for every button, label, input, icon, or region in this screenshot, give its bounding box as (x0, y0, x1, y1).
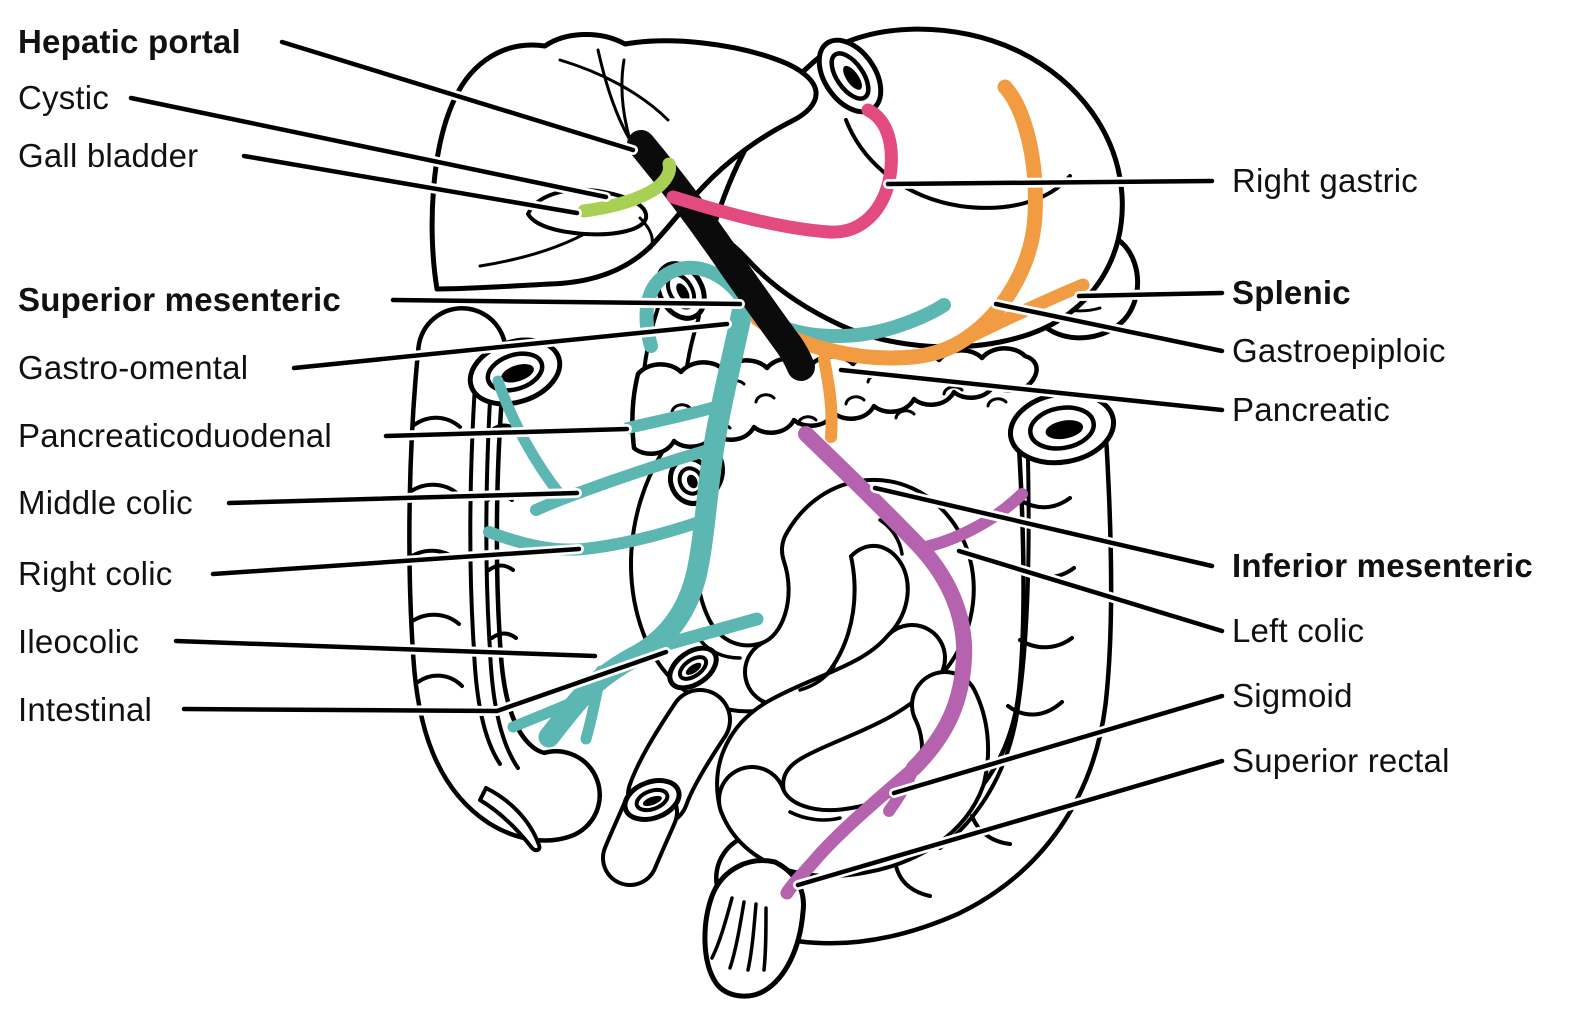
leader-gastroepiploic (993, 301, 1225, 354)
colon-inner-line (938, 458, 1031, 850)
pancreatic-vein (818, 353, 838, 443)
label-inferior-mesenteric: Inferior mesenteric (1232, 547, 1533, 584)
leader-sigmoid (891, 693, 1225, 796)
leader-cystic (128, 95, 609, 200)
leader-right-gastric (885, 178, 1215, 187)
label-gastro-omental: Gastro-omental (18, 349, 249, 386)
inferior-mesenteric-vein (798, 426, 973, 776)
cystic-vein (577, 157, 676, 218)
label-splenic: Splenic (1232, 274, 1351, 311)
ileum-stub-ring (622, 778, 682, 822)
ileocolic-vein (507, 693, 586, 733)
leader-gastro-omental (291, 321, 730, 371)
intestinal-veins (635, 612, 764, 658)
leader-pancreaticoduodenal (383, 426, 630, 439)
label-superior-rectal: Superior rectal (1232, 742, 1450, 779)
label-hepatic-portal: Hepatic portal (18, 23, 241, 60)
label-gastroepiploic: Gastroepiploic (1232, 332, 1446, 369)
leader-right-colic (210, 546, 582, 577)
ascending-colon (407, 306, 602, 853)
superior-mesenteric-vein-group (483, 260, 951, 748)
jejunum-stub-ring (667, 645, 719, 691)
rectum (702, 858, 806, 999)
label-pancreatic: Pancreatic (1232, 391, 1390, 428)
duodenal-loop-vein (639, 260, 748, 353)
middle-colic-branch (492, 375, 568, 503)
label-ileocolic: Ileocolic (18, 623, 140, 660)
esophagus-stump (816, 37, 884, 115)
label-intestinal: Intestinal (18, 691, 153, 728)
cecum-tail (478, 786, 542, 853)
label-cystic: Cystic (18, 79, 110, 116)
right-gastric-vein (666, 103, 898, 239)
label-sigmoid: Sigmoid (1232, 677, 1353, 714)
left-colic-vein (915, 488, 1028, 554)
leader-gall-bladder (241, 153, 580, 216)
leader-intestinal (181, 649, 669, 714)
leader-superior-mesenteric (390, 297, 743, 307)
splenic-vein (931, 278, 1090, 360)
label-superior-mesenteric: Superior mesenteric (18, 281, 341, 318)
liver-detail-lines (478, 48, 670, 268)
leader-ileocolic (173, 638, 598, 659)
label-gall-bladder: Gall bladder (18, 137, 199, 174)
leader-splenic (1076, 290, 1225, 299)
intestine-crease-lines (698, 518, 904, 822)
right-colic-vein (483, 513, 714, 556)
hepatic-portal-vein (627, 130, 815, 381)
transverse-colon-cut-left (467, 337, 563, 407)
lesser-curvature-line (844, 118, 1072, 210)
label-middle-colic: Middle colic (18, 484, 193, 521)
leader-superior-rectal (795, 758, 1225, 888)
middle-colic-vein (530, 442, 721, 516)
cystic-duct-line (638, 216, 654, 250)
splenic-vein-group (750, 79, 1090, 443)
pancreaticoduodenal-vein (622, 400, 725, 434)
label-right-colic: Right colic (18, 555, 173, 592)
leader-left-colic (956, 548, 1225, 634)
leader-pancreatic (838, 367, 1225, 413)
leader-inferior-mesenteric (872, 485, 1215, 569)
label-left-colic: Left colic (1232, 612, 1365, 649)
leader-middle-colic (226, 490, 580, 506)
label-right-gastric: Right gastric (1232, 162, 1419, 199)
leader-hepatic-portal (279, 39, 636, 153)
taenia-coli-lines (468, 364, 520, 770)
label-pancreaticoduodenal: Pancreaticoduodenal (18, 417, 332, 454)
rectum-striations (710, 896, 768, 972)
leader-lines (126, 37, 1227, 890)
